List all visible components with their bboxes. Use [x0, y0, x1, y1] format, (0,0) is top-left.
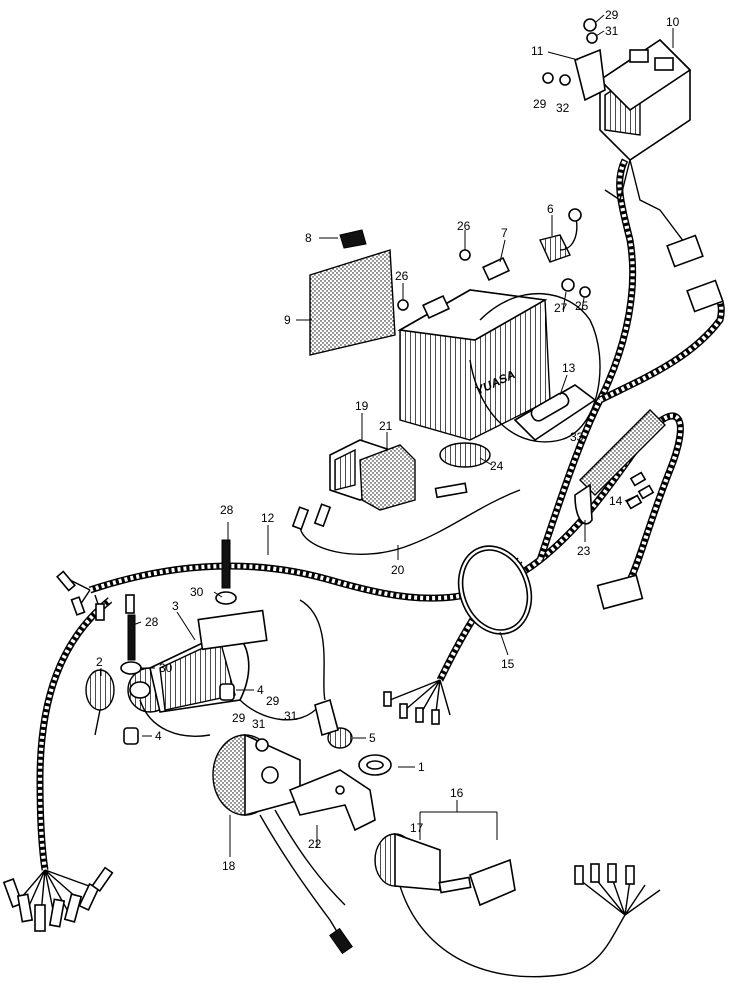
bolt-26-left [397, 299, 409, 311]
part-label-15: 15 [501, 657, 515, 671]
part-label-33: 33 [570, 430, 584, 444]
steering-lock [374, 832, 661, 978]
voltage-regulator [598, 38, 692, 251]
part-label-29c: 29 [266, 694, 280, 708]
part-label-31b: 31 [284, 709, 298, 723]
part-label-5: 5 [369, 731, 376, 745]
rubber-cushion [339, 229, 367, 249]
part-label-20: 20 [391, 563, 405, 577]
part-label-26a: 26 [457, 219, 471, 233]
resistor-unit [359, 444, 416, 511]
battery-side-cover [309, 249, 396, 356]
harness-left-connectors [56, 570, 135, 621]
harness-side-clip [574, 409, 666, 525]
part-label-25: 25 [575, 299, 589, 313]
part-number-labels: 1 2 3 4 4 5 6 7 8 9 10 11 12 13 14 15 16… [96, 8, 680, 873]
part-label-30a: 30 [190, 585, 204, 599]
spark-plug-cap [299, 599, 353, 749]
part-label-9: 9 [284, 313, 291, 327]
battery-pad [439, 442, 491, 468]
part-label-32: 32 [556, 101, 570, 115]
part-label-4b: 4 [155, 729, 162, 743]
leader-lines [100, 14, 674, 857]
part-label-24: 24 [490, 459, 504, 473]
bullet-connectors [625, 471, 655, 510]
part-label-2: 2 [96, 655, 103, 669]
harness-clamp-band [383, 545, 533, 725]
part-label-30b: 30 [159, 661, 173, 675]
bolt-25 [579, 286, 591, 298]
battery-lead-wire [291, 482, 521, 555]
battery-strap [469, 293, 601, 443]
part-label-13: 13 [562, 361, 576, 375]
part-label-29a: 29 [605, 8, 619, 22]
part-label-10: 10 [666, 15, 680, 29]
battery: YUASA [397, 256, 551, 441]
part-label-29d: 29 [232, 711, 246, 725]
part-label-14: 14 [609, 494, 623, 508]
ignition-switch [212, 733, 353, 955]
part-label-1: 1 [418, 760, 425, 774]
part-label-11: 11 [531, 44, 544, 58]
part-label-6: 6 [547, 202, 554, 216]
rubber-grommet [358, 754, 392, 776]
part-label-26b: 26 [395, 269, 409, 283]
part-label-23: 23 [577, 544, 591, 558]
fuse-holder [513, 384, 597, 442]
regulator-bracket [542, 18, 606, 102]
part-label-22: 22 [308, 837, 322, 851]
part-label-18: 18 [222, 859, 236, 873]
part-label-17: 17 [410, 821, 424, 835]
part-label-21: 21 [379, 419, 393, 433]
part-label-28a: 28 [220, 503, 234, 517]
left-bundle-terminals [2, 866, 114, 932]
harness-couplers [666, 234, 724, 313]
part-label-12: 12 [261, 511, 275, 525]
part-label-28b: 28 [145, 615, 159, 629]
part-label-19: 19 [355, 399, 369, 413]
part-label-31a: 31 [605, 24, 619, 38]
battery-terminal-cap [539, 208, 582, 263]
bolt-26-top [459, 249, 471, 261]
condenser [85, 669, 115, 736]
spacer-collars [123, 683, 235, 745]
part-label-4a: 4 [257, 683, 264, 697]
part-label-29b: 29 [533, 97, 547, 111]
switch-bracket [288, 769, 376, 832]
part-label-31c: 31 [252, 717, 266, 731]
coupler-lower [596, 574, 644, 610]
washer-27 [561, 278, 575, 292]
part-label-3: 3 [172, 599, 179, 613]
part-label-16: 16 [450, 786, 464, 800]
part-label-8: 8 [305, 231, 312, 245]
part-label-7: 7 [501, 226, 508, 240]
part-label-27: 27 [554, 301, 568, 315]
